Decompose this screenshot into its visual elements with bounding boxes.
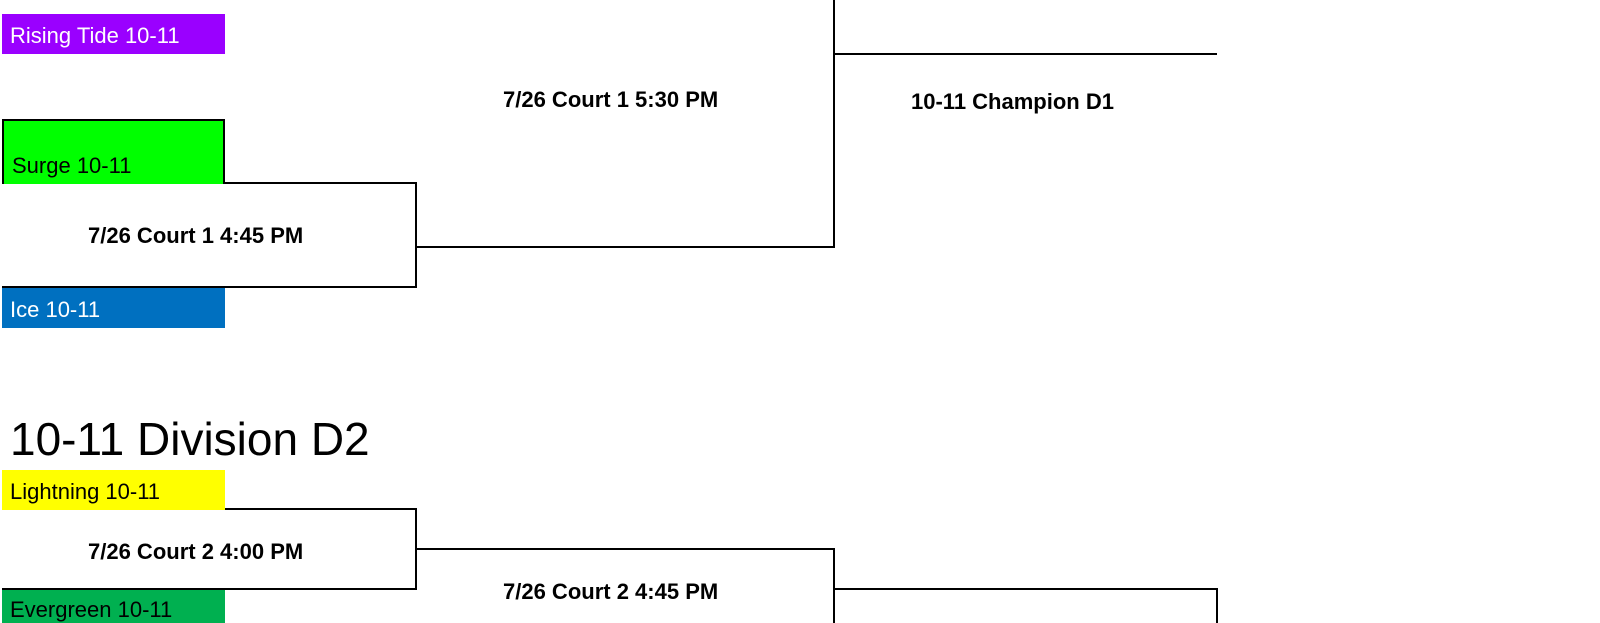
team-label: Lightning 10-11 [10, 479, 161, 504]
bracket-line-d1-final-top [833, 0, 1217, 55]
game-label-d2-game2: 7/26 Court 2 4:45 PM [503, 579, 719, 604]
bracket-line-d2-game1-to-game2 [416, 548, 835, 623]
team-label: Surge 10-11 [12, 153, 132, 178]
team-label: Ice 10-11 [10, 297, 101, 322]
game-label-d1-semifinal: 7/26 Court 1 4:45 PM [88, 223, 304, 248]
game-label-d2-game1: 7/26 Court 2 4:00 PM [88, 539, 304, 564]
team-lightning: Lightning 10-11 [2, 470, 225, 510]
champion-label-d1: 10-11 Champion D1 [911, 89, 1114, 114]
team-label: Rising Tide 10-11 [10, 23, 180, 48]
team-surge: Surge 10-11 [2, 119, 225, 184]
team-label: Evergreen 10-11 [10, 597, 173, 622]
team-rising-tide: Rising Tide 10-11 [2, 14, 225, 54]
team-ice: Ice 10-11 [2, 288, 225, 328]
team-evergreen: Evergreen 10-11 [2, 590, 225, 623]
game-label-d1-final: 7/26 Court 1 5:30 PM [503, 87, 719, 112]
division-title-d2: 10-11 Division D2 [10, 413, 370, 465]
bracket-line-d2-game2-out [834, 588, 1218, 623]
bracket-line-d1-semi-to-final [416, 54, 835, 248]
